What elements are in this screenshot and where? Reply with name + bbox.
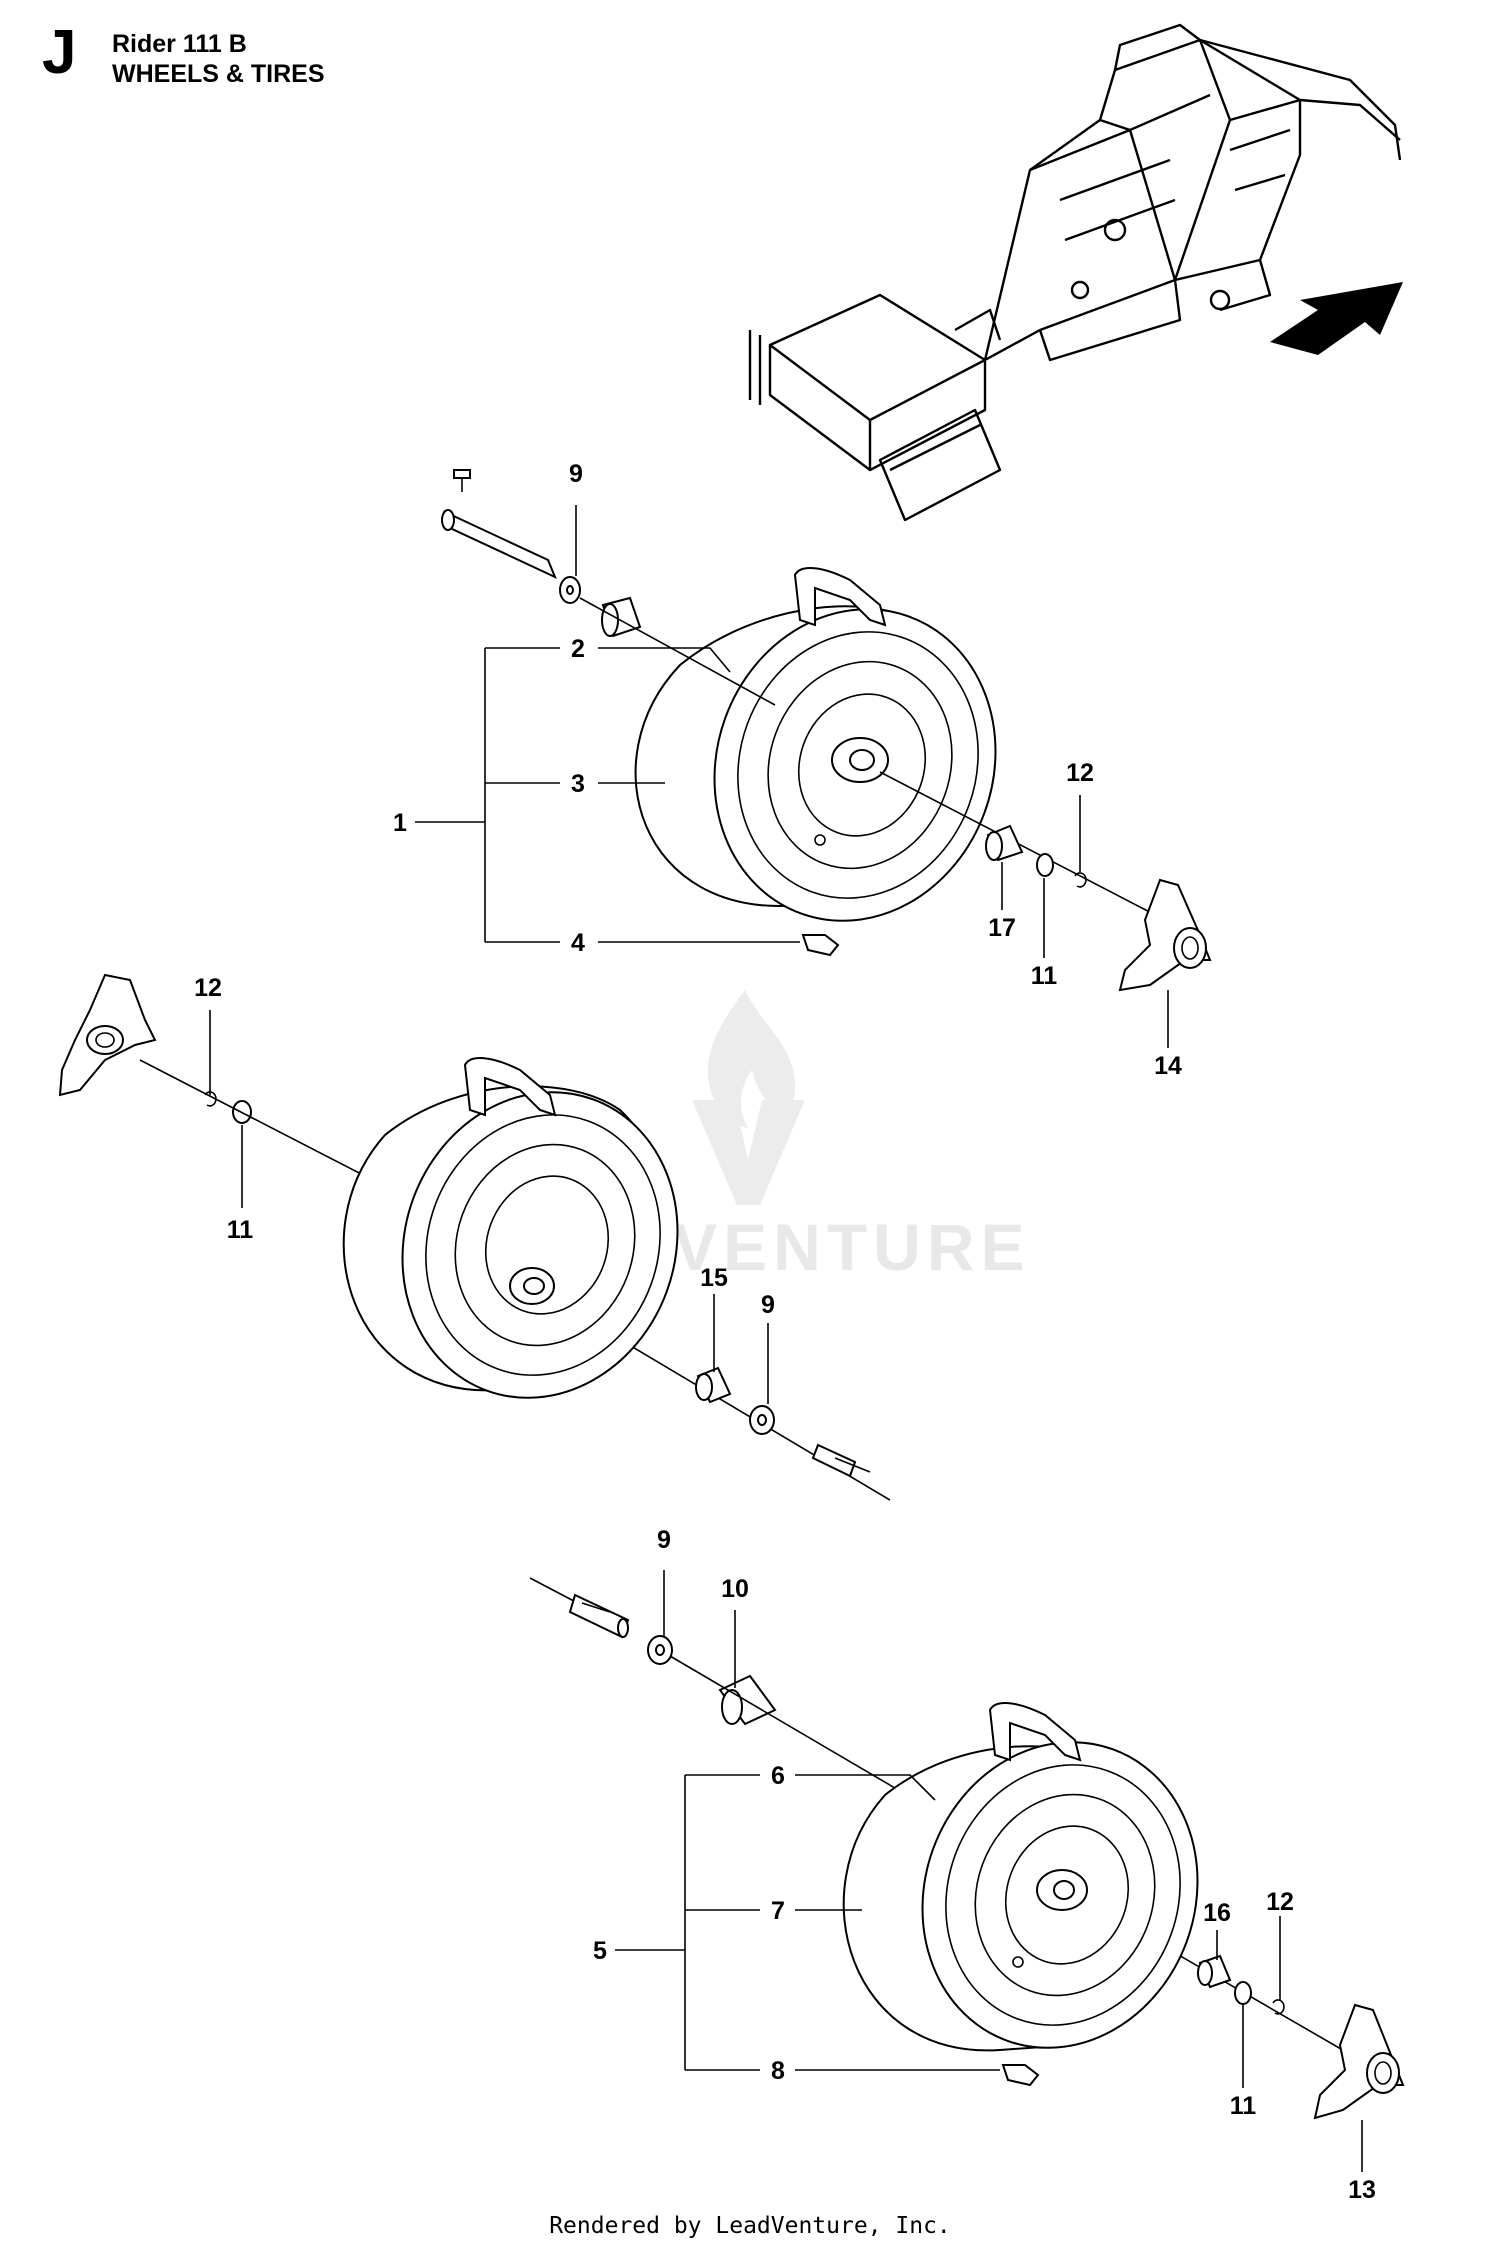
washer bbox=[1036, 853, 1054, 877]
wheel bbox=[634, 567, 997, 922]
e-clip bbox=[1272, 1999, 1285, 2015]
callout-16: 16 bbox=[1203, 1899, 1231, 1927]
callout-9: 9 bbox=[569, 460, 583, 488]
page-title: WHEELS & TIRES bbox=[112, 60, 325, 88]
callout-17: 17 bbox=[988, 914, 1016, 942]
washer bbox=[1234, 1981, 1252, 2005]
callout-5: 5 bbox=[593, 1937, 607, 1965]
callout-3: 3 bbox=[571, 770, 585, 798]
wheel bbox=[342, 1057, 679, 1399]
deck-plate bbox=[768, 293, 987, 422]
callout-12: 12 bbox=[1266, 1888, 1294, 1916]
callout-12: 12 bbox=[194, 974, 222, 1002]
callout-9: 9 bbox=[657, 1526, 671, 1554]
axle-pin bbox=[441, 469, 557, 579]
footer-credit: Rendered by LeadVenture, Inc. bbox=[549, 2213, 951, 2239]
callout-7: 7 bbox=[771, 1897, 785, 1925]
e-clip bbox=[1074, 872, 1087, 888]
hub-cap bbox=[1313, 2003, 1405, 2120]
callout-10: 10 bbox=[721, 1575, 749, 1603]
valve-stem bbox=[1001, 2064, 1040, 2087]
callout-14: 14 bbox=[1154, 1052, 1182, 1080]
tractor-frame-sketch bbox=[748, 23, 1402, 522]
top-wheel-assembly: 9 2 3 1 4 12 17 11 14 bbox=[393, 460, 1212, 1080]
middle-wheel-assembly: 12 11 15 9 bbox=[58, 973, 891, 1501]
pin-end bbox=[811, 1443, 857, 1478]
axle-end bbox=[529, 1577, 630, 1639]
watermark-v-icon bbox=[692, 1100, 805, 1205]
callout-11: 11 bbox=[227, 1216, 254, 1244]
callout-12: 12 bbox=[1066, 759, 1094, 787]
hub-cap bbox=[1118, 878, 1212, 992]
callout-1: 1 bbox=[393, 809, 407, 837]
model-name: Rider 111 B bbox=[112, 30, 247, 58]
wheel bbox=[842, 1702, 1199, 2052]
callout-2: 2 bbox=[571, 635, 585, 663]
watermark-flame-icon bbox=[707, 990, 796, 1128]
e-clip bbox=[204, 1091, 217, 1107]
callout-4: 4 bbox=[571, 929, 585, 957]
callout-6: 6 bbox=[771, 1762, 785, 1790]
callout-13: 13 bbox=[1348, 2176, 1376, 2204]
callout-11: 11 bbox=[1031, 962, 1058, 990]
callout-15: 15 bbox=[700, 1264, 728, 1292]
bottom-wheel-assembly: 9 10 6 7 5 8 16 12 11 13 bbox=[529, 1526, 1405, 2204]
hub-cap bbox=[58, 973, 157, 1097]
direction-arrow-icon bbox=[1270, 282, 1403, 355]
callout-11: 11 bbox=[1230, 2092, 1257, 2120]
valve-stem bbox=[801, 934, 840, 957]
callout-8: 8 bbox=[771, 2057, 785, 2085]
section-letter: J bbox=[42, 18, 77, 87]
callout-9: 9 bbox=[761, 1291, 775, 1319]
